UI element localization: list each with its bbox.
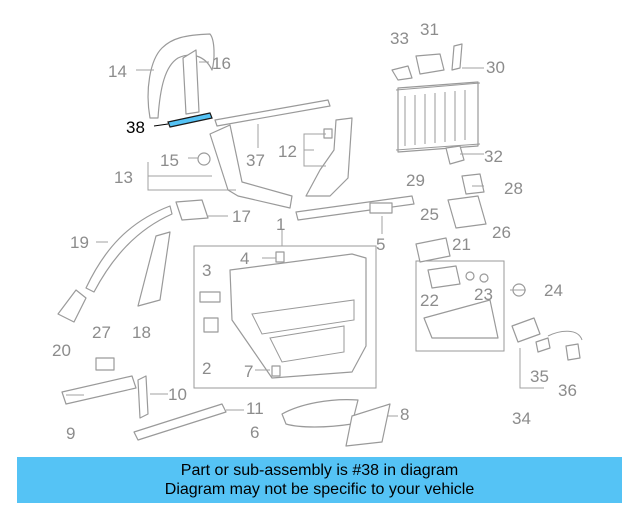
callout-26: 26 (492, 223, 511, 242)
callout-31: 31 (420, 20, 439, 39)
callout-11: 11 (246, 399, 264, 418)
part-5-switch (369, 202, 393, 214)
part-23-knob2 (479, 273, 489, 283)
callout-18: 18 (132, 323, 151, 342)
callout-15: 15 (160, 151, 179, 170)
parts-diagram: 14 16 38 37 15 13 12 33 31 30 32 29 28 2… (52, 20, 583, 447)
part-7-clip (271, 365, 281, 377)
callout-7: 7 (244, 362, 253, 381)
part-14-window-frame (147, 33, 215, 119)
callout-37: 37 (246, 151, 265, 170)
part-26-window-switch (447, 195, 487, 229)
part-29-sunshade-rail (395, 82, 481, 151)
callout-25: 25 (420, 205, 439, 224)
caption-banner: Part or sub-assembly is #38 in diagram D… (17, 457, 622, 503)
part-18-pillar-trim (137, 231, 171, 307)
part-10-trim (137, 375, 149, 419)
part-16-window-channel (182, 49, 200, 115)
callout-8: 8 (400, 405, 409, 424)
callout-10: 10 (168, 385, 187, 404)
callout-33: 33 (390, 29, 409, 48)
part-38-seal-strip (167, 112, 213, 128)
part-31-housing (415, 53, 445, 75)
part-1-door-panel (229, 253, 367, 379)
callout-30: 30 (486, 58, 505, 77)
part-23-knob (465, 271, 475, 281)
part-29-sunshade (397, 81, 479, 153)
callout-21: 21 (452, 235, 471, 254)
part-19-pillar-trim (85, 205, 173, 293)
part-12-pillar-cover (305, 117, 353, 197)
part-32-clip (445, 145, 465, 165)
part-36-connector (565, 343, 581, 361)
part-13-pillar-trim (209, 124, 293, 209)
callout-labels: 14 16 38 37 15 13 12 33 31 30 32 29 28 2… (52, 20, 577, 443)
callout-13: 13 (114, 168, 133, 187)
caption-line-1: Part or sub-assembly is #38 in diagram (180, 462, 459, 479)
callout-4: 4 (240, 249, 249, 268)
part-36-wiring (547, 330, 583, 341)
callout-20: 20 (52, 341, 71, 360)
callout-32: 32 (484, 147, 503, 166)
part-9-sill-plate (61, 375, 137, 405)
part-30-hook (451, 43, 463, 71)
callout-2: 2 (202, 359, 211, 378)
callout-23: 23 (474, 285, 493, 304)
part-33-bracket (391, 65, 413, 81)
part-8-panel (345, 403, 391, 447)
part-34-lamp (511, 317, 541, 343)
callout-29: 29 (406, 171, 425, 190)
callout-34: 34 (512, 409, 531, 428)
callout-17: 17 (232, 207, 251, 226)
callout-16: 16 (212, 54, 231, 73)
part-1-armrest (251, 299, 355, 363)
part-4-clip (275, 251, 285, 263)
part-35-bulb (535, 337, 551, 353)
callout-24: 24 (544, 281, 563, 300)
callout-1: 1 (276, 215, 285, 234)
caption-line-2: Diagram may not be specific to your vehi… (164, 481, 475, 498)
part-6-pocket (281, 399, 359, 428)
part-37-belt-molding (214, 99, 331, 127)
part-5-pull-handle (295, 195, 415, 221)
callout-38: 38 (126, 118, 145, 137)
part-20-cover (57, 289, 87, 323)
callout-3: 3 (202, 261, 211, 280)
part-28-switch (461, 173, 485, 195)
callout-36: 36 (558, 381, 577, 400)
part-1-box (193, 245, 377, 389)
part-25-bezel (415, 237, 451, 263)
leader-lines (66, 61, 544, 417)
callout-22: 22 (420, 291, 439, 310)
callout-6: 6 (250, 423, 259, 442)
callout-28: 28 (504, 179, 523, 198)
callout-19: 19 (70, 233, 89, 252)
part-22-handle (423, 299, 499, 339)
part-27-clip (95, 357, 115, 371)
part-15-clip (197, 152, 211, 166)
part-21-box (415, 260, 505, 352)
callout-14: 14 (108, 62, 127, 81)
part-23-switch (427, 265, 461, 289)
part-17-bracket (175, 199, 209, 221)
callout-35: 35 (530, 367, 549, 386)
callout-9: 9 (66, 424, 75, 443)
part-2-clip (203, 317, 219, 333)
part-3-clip (199, 291, 221, 303)
callout-12: 12 (278, 142, 297, 161)
callout-27: 27 (92, 323, 111, 342)
part-11-sill-trim (133, 403, 227, 441)
callout-5: 5 (376, 235, 385, 254)
